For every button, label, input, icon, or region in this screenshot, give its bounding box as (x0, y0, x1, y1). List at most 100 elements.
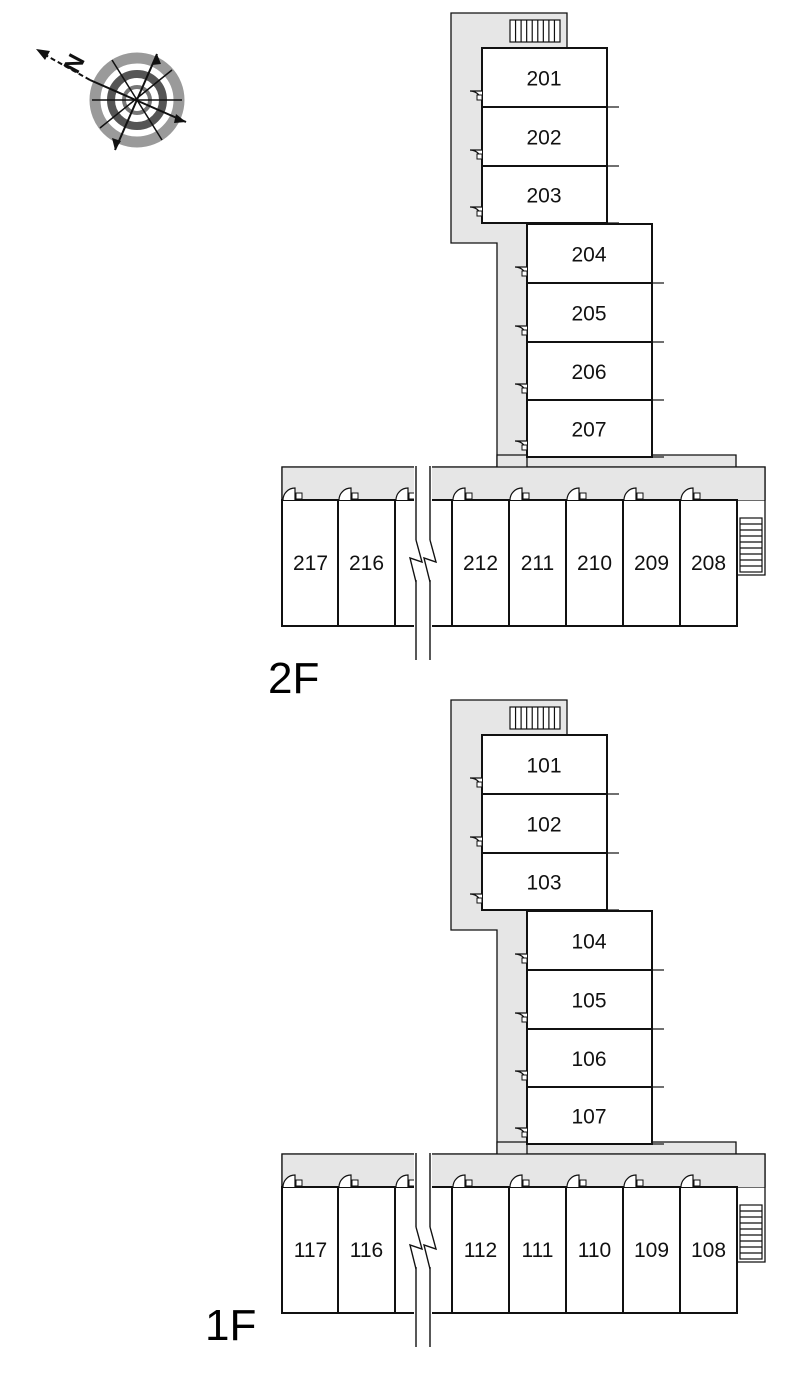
door-hinge-icon (522, 492, 530, 500)
room-number-label: 201 (526, 68, 561, 91)
door-hinge-icon (693, 1179, 701, 1187)
door-hinge-icon (476, 840, 483, 847)
door-icon (282, 487, 296, 501)
compass-north-label: N (59, 50, 91, 78)
room-107: 107 (514, 1086, 664, 1145)
room-202: 202 (469, 106, 619, 167)
room-number-label: 109 (634, 1239, 669, 1262)
room-box (508, 499, 567, 627)
stairs-frame (509, 19, 561, 43)
room-box (281, 1186, 340, 1314)
door-icon (566, 487, 580, 501)
room-box (526, 399, 653, 458)
room-box (622, 499, 681, 627)
door-hinge-icon (465, 1179, 473, 1187)
room-box (337, 499, 396, 627)
door-hinge-icon (521, 329, 528, 336)
room-number-label: 205 (571, 303, 606, 326)
break-zigzag (409, 1226, 424, 1270)
door-hinge-icon (465, 492, 473, 500)
door-hinge-icon (579, 492, 587, 500)
door-hinge-icon (579, 1179, 587, 1187)
room-206: 206 (514, 341, 664, 401)
room-number-label: 106 (571, 1048, 606, 1071)
room-number-label: 206 (571, 361, 606, 384)
room-number-label: 103 (526, 872, 561, 895)
floor-label-2f: 2F (268, 654, 319, 703)
door-icon (514, 325, 528, 339)
room-104: 104 (514, 910, 664, 971)
room-box (451, 499, 510, 627)
room-number-label: 210 (577, 552, 612, 575)
door-icon (338, 1174, 352, 1188)
room-217: 217 (281, 487, 340, 627)
room-211: 211 (508, 487, 567, 627)
room-number-label: 102 (526, 814, 561, 837)
door-icon (623, 1174, 637, 1188)
door-icon (509, 1174, 523, 1188)
door-icon (469, 90, 483, 104)
room-box (679, 499, 738, 627)
room-108: 108 (679, 1174, 738, 1314)
stairs-frame (509, 706, 561, 730)
room-number-label: 211 (521, 552, 554, 575)
stairs-icon (509, 706, 561, 730)
room-103: 103 (469, 852, 619, 911)
break-symbol (408, 1153, 438, 1347)
door-hinge-icon (295, 1179, 303, 1187)
room-box (526, 1086, 653, 1145)
door-icon (469, 149, 483, 163)
door-icon (514, 1012, 528, 1026)
door-hinge-icon (476, 153, 483, 160)
room-box (481, 165, 608, 224)
door-icon (282, 1174, 296, 1188)
compass-rose-icon (36, 49, 187, 151)
door-icon (395, 1174, 409, 1188)
room-box (451, 1186, 510, 1314)
room-number-label: 116 (350, 1239, 383, 1262)
room-number-label: 216 (349, 552, 384, 575)
room-216: 216 (337, 487, 396, 627)
door-icon (469, 777, 483, 791)
room-number-label: 209 (634, 552, 669, 575)
door-icon (623, 487, 637, 501)
corridor-edge (281, 1153, 766, 1263)
door-hinge-icon (521, 1074, 528, 1081)
room-116: 116 (337, 1174, 396, 1314)
room-209: 209 (622, 487, 681, 627)
stairs-icon (509, 19, 561, 43)
door-icon (514, 1127, 528, 1141)
room-117: 117 (281, 1174, 340, 1314)
room-box (526, 1028, 653, 1088)
room-number-label: 108 (691, 1239, 726, 1262)
door-icon (469, 893, 483, 907)
room-number-label: 202 (526, 127, 561, 150)
room-207: 207 (514, 399, 664, 458)
door-hinge-icon (476, 210, 483, 217)
room-201: 201 (469, 47, 619, 108)
floor-label-1f: 1F (205, 1301, 256, 1350)
room-number-label: 101 (526, 755, 561, 778)
room-number-label: 217 (293, 552, 328, 575)
room-box (481, 47, 608, 108)
stairs-frame (739, 517, 763, 573)
room-number-label: 212 (463, 552, 498, 575)
door-icon (514, 440, 528, 454)
door-icon (514, 1070, 528, 1084)
door-icon (514, 383, 528, 397)
door-icon (338, 487, 352, 501)
room-box (526, 910, 653, 971)
room-box (508, 1186, 567, 1314)
door-icon (395, 487, 409, 501)
room-number-label: 104 (571, 931, 606, 954)
door-icon (680, 487, 694, 501)
room-box (481, 734, 608, 795)
room-210: 210 (565, 487, 624, 627)
room-number-label: 203 (526, 185, 561, 208)
door-icon (566, 1174, 580, 1188)
door-hinge-icon (295, 492, 303, 500)
door-icon (469, 836, 483, 850)
door-hinge-icon (521, 387, 528, 394)
door-hinge-icon (522, 1179, 530, 1187)
